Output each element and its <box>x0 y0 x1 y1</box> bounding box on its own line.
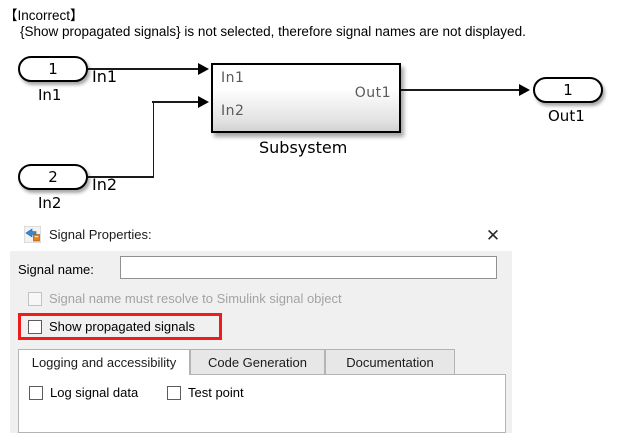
test-point-checkbox[interactable] <box>167 385 181 400</box>
inport-1-number: 1 <box>48 59 58 78</box>
dialog-title: Signal Properties: <box>49 227 152 242</box>
wire-in1 <box>88 68 200 70</box>
subsystem-caption: Subsystem <box>259 138 348 157</box>
resolve-to-signal-object-label: Signal name must resolve to Simulink sig… <box>49 291 342 306</box>
wire-out1 <box>401 89 521 91</box>
arrow-head-out1 <box>519 83 530 96</box>
tab-documentation[interactable]: Documentation <box>325 349 455 374</box>
subsystem-input-label-in2: In2 <box>221 103 245 119</box>
close-icon[interactable]: ✕ <box>485 225 501 246</box>
outport-1-caption: Out1 <box>548 107 585 125</box>
simulink-block-diagram: 1 In1 In1 2 In2 In2 In1 In2 Out1 Subsyst… <box>0 48 628 216</box>
caption-heading: 【Incorrect】 <box>4 8 84 23</box>
inport-1-caption: In1 <box>38 86 62 104</box>
resolve-to-signal-object-checkbox <box>28 291 42 306</box>
wire-in2-segment-h1 <box>88 176 154 178</box>
wire-in2-segment-v <box>152 101 155 177</box>
signal-name-input[interactable] <box>120 256 497 279</box>
arrow-head-in1 <box>198 62 209 75</box>
signal-label-in1: In1 <box>92 67 118 86</box>
wire-in2-segment-h2 <box>152 101 200 103</box>
inport-block-2[interactable]: 2 <box>18 164 88 190</box>
show-propagated-signals-label: Show propagated signals <box>49 319 195 334</box>
signal-name-label: Signal name: <box>18 262 94 277</box>
tab-code-generation[interactable]: Code Generation <box>190 349 325 374</box>
signal-properties-icon <box>24 226 41 243</box>
caption-body: {Show propagated signals} is not selecte… <box>20 24 526 39</box>
arrow-head-in2 <box>198 95 209 108</box>
highlight-annotation-box <box>18 313 222 340</box>
show-propagated-signals-checkbox[interactable] <box>28 319 42 334</box>
tab-strip: Logging and accessibility Code Generatio… <box>18 349 506 375</box>
test-point-label: Test point <box>188 385 244 400</box>
signal-label-in2: In2 <box>92 175 118 194</box>
subsystem-output-label-out1: Out1 <box>354 85 391 101</box>
log-signal-data-label: Log signal data <box>50 385 139 400</box>
signal-properties-dialog: Signal Properties: ✕ Signal name: Signal… <box>10 220 512 433</box>
subsystem-input-label-in1: In1 <box>221 70 245 86</box>
test-point-checkbox-row[interactable]: Test point <box>167 385 244 400</box>
inport-2-number: 2 <box>48 167 58 186</box>
inport-block-1[interactable]: 1 <box>18 56 88 82</box>
log-signal-data-checkbox[interactable] <box>29 385 43 400</box>
outport-block-1[interactable]: 1 <box>533 77 603 103</box>
tab-panel-logging-and-accessibility: Log signal data Test point <box>18 374 506 433</box>
dialog-body: Signal name: Signal name must resolve to… <box>10 251 512 433</box>
outport-1-number: 1 <box>563 80 573 99</box>
subsystem-block[interactable]: In1 In2 Out1 <box>211 63 401 133</box>
dialog-titlebar[interactable]: Signal Properties: ✕ <box>10 220 512 251</box>
inport-2-caption: In2 <box>38 194 62 212</box>
resolve-to-signal-object-checkbox-row: Signal name must resolve to Simulink sig… <box>28 291 342 306</box>
log-signal-data-checkbox-row[interactable]: Log signal data <box>29 385 138 400</box>
tab-logging-and-accessibility[interactable]: Logging and accessibility <box>18 349 190 375</box>
show-propagated-signals-checkbox-row[interactable]: Show propagated signals <box>28 319 195 334</box>
